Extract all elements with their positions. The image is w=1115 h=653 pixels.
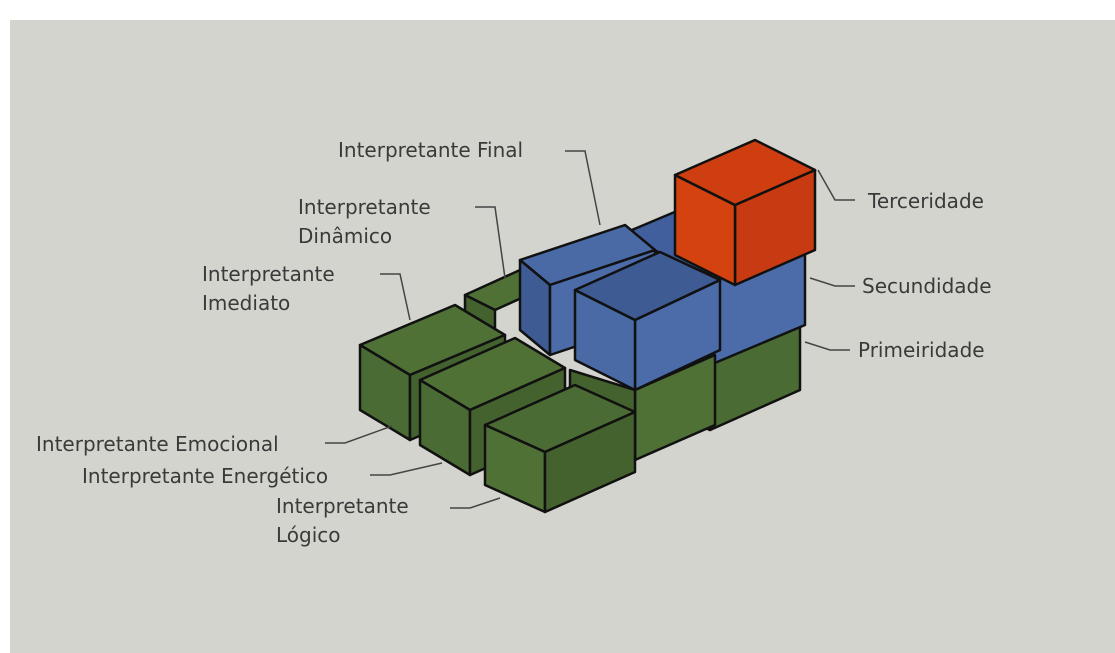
cube-diagram — [325, 138, 855, 514]
diagram-viewport: Interpretante Final Interpretante Dinâmi… — [10, 20, 1115, 653]
label-interpretante-final: Interpretante Final — [338, 138, 524, 162]
label-interpretante-logico: Interpretante Lógico — [276, 494, 409, 547]
label-interpretante-emocional: Interpretante Emocional — [36, 432, 279, 456]
leader-energetico — [370, 462, 443, 476]
leader-final — [565, 150, 601, 226]
cube-final — [573, 250, 722, 392]
leader-logico — [450, 497, 501, 509]
leader-terceiridade — [817, 169, 855, 201]
leader-dinamico — [475, 206, 506, 279]
label-interpretante-imediato: Interpretante Imediato — [202, 262, 335, 315]
label-interpretante-dinamico: Interpretante Dinâmico — [298, 195, 431, 248]
label-terceiridade: Terceridade — [868, 189, 984, 213]
leader-primeiridade — [804, 341, 850, 351]
leader-secundidade — [809, 277, 855, 287]
leader-emocional — [325, 425, 393, 444]
label-interpretante-energetico: Interpretante Energético — [82, 464, 329, 488]
label-primeiridade: Primeiridade — [858, 338, 985, 362]
cube-terceiridade — [673, 138, 817, 287]
leader-imediato — [380, 273, 411, 321]
cube-logico — [483, 383, 637, 514]
label-secundidade: Secundidade — [862, 274, 992, 298]
